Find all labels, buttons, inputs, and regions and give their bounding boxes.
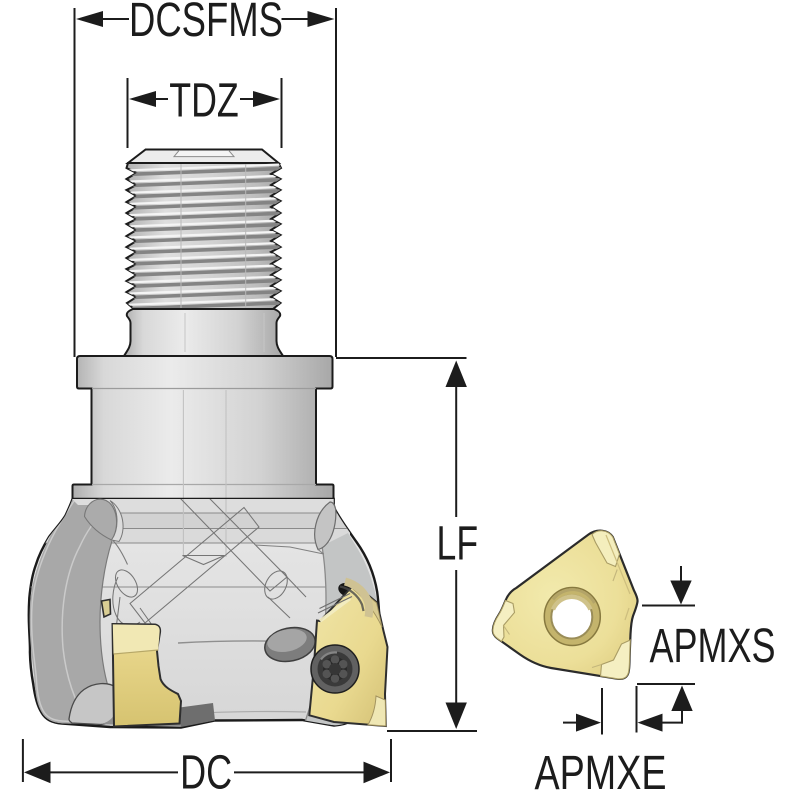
svg-text:DC: DC: [180, 747, 232, 800]
svg-text:APMXS: APMXS: [650, 620, 776, 673]
svg-text:APMXE: APMXE: [535, 747, 667, 800]
svg-text:LF: LF: [437, 518, 479, 571]
svg-text:DCSFMS: DCSFMS: [129, 0, 283, 47]
svg-text:TDZ: TDZ: [169, 75, 239, 128]
